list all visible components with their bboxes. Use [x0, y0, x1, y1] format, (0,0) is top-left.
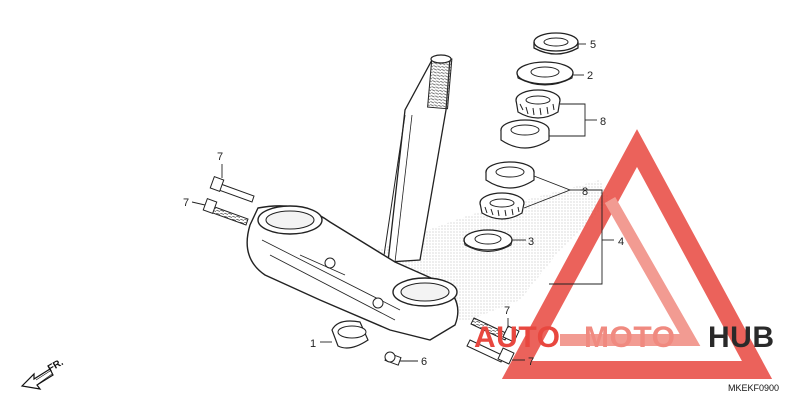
cable-clamp [331, 320, 369, 349]
watermark-text-hub: HUB [708, 321, 775, 354]
dust-seal-3 [463, 229, 513, 252]
lock-nut-5 [533, 32, 579, 55]
callout-8-upper: 8 [600, 116, 606, 128]
bolt-7-left-upper [209, 176, 255, 203]
callout-7-left: 7 [183, 197, 189, 209]
lower-bearing-8 [479, 192, 525, 220]
callout-3: 3 [528, 236, 534, 248]
callout-7-right-lower: 7 [528, 356, 534, 368]
callouts: 5 2 8 8 3 4 7 7 7 7 1 6 [183, 39, 624, 368]
bolt-7-right-lower [466, 339, 515, 365]
bolt-7-left-lower [202, 198, 249, 226]
front-arrow-label: FR. [46, 357, 66, 375]
callout-6: 6 [421, 356, 427, 368]
bottom-bridge [246, 205, 459, 341]
steering-stem [382, 54, 453, 263]
bolt-6 [384, 351, 402, 366]
watermark-text-auto: AUTO [474, 321, 560, 354]
watermark-text: AUTO MOTO HUB [474, 321, 775, 354]
callout-2: 2 [587, 70, 593, 82]
lower-race-8 [485, 161, 535, 189]
watermark-triangle-inner [560, 197, 701, 346]
bolt-7-right-upper [470, 317, 520, 343]
diagram-reference-code: MKEKF0900 [728, 383, 779, 393]
dust-seal-2 [516, 61, 574, 86]
watermark-logo [501, 129, 773, 379]
front-direction-indicator: FR. [20, 357, 66, 390]
upper-bearing-8 [515, 89, 561, 119]
callout-8-lower: 8 [582, 186, 588, 198]
callout-7-top: 7 [217, 151, 223, 163]
leader-lines [191, 43, 614, 362]
callout-4: 4 [618, 236, 624, 248]
upper-race-8 [500, 119, 550, 149]
callout-1: 1 [310, 338, 316, 350]
stem-thread [427, 56, 453, 110]
callout-5: 5 [590, 39, 596, 51]
callout-7-right-upper: 7 [504, 305, 510, 317]
watermark-triangle-outer [501, 129, 773, 379]
watermark-text-moto: MOTO [584, 321, 675, 354]
